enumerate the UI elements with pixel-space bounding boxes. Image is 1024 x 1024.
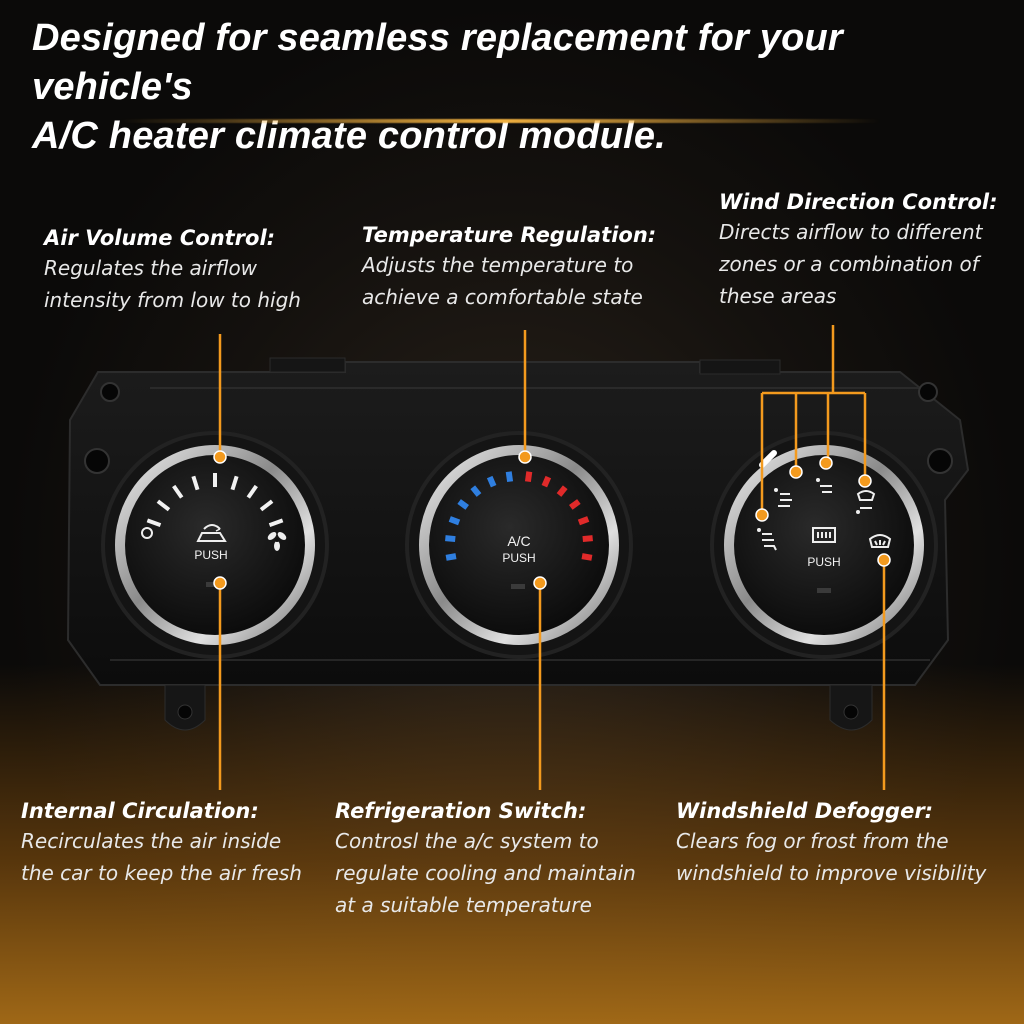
scale-tick: [246, 484, 258, 499]
callout-desc-line: achieve a comfortable state: [362, 285, 643, 309]
ac-indicator-led: [511, 584, 525, 589]
dot-air-volume: [213, 450, 227, 464]
dot-vent-face: [755, 508, 769, 522]
scale-tick: [259, 499, 274, 512]
scale-tick: [191, 475, 200, 491]
callout-title: Temperature Regulation:: [362, 223, 657, 247]
callout-desc-line: the car to keep the air fresh: [21, 861, 302, 885]
fan-push-label: PUSH: [194, 548, 227, 562]
scale-tick: [445, 553, 457, 561]
temperature-scale: [445, 471, 593, 561]
scale-tick: [486, 475, 497, 488]
scale-tick: [569, 499, 581, 510]
rear-defrost-indicator-led: [817, 588, 831, 593]
callout-title: Internal Circulation:: [21, 799, 259, 823]
fan-speed-scale: [146, 473, 284, 528]
scale-tick: [268, 518, 284, 528]
callout-desc-line: at a suitable temperature: [335, 893, 592, 917]
ac-label: A/C: [507, 533, 530, 549]
callout-title: Wind Direction Control:: [719, 190, 998, 214]
dot-internal-circulation: [213, 576, 227, 590]
scale-tick: [581, 553, 593, 561]
callout-title: Refrigeration Switch:: [335, 799, 587, 823]
scale-tick: [582, 535, 593, 543]
fan-icon: [267, 532, 287, 551]
scale-tick: [457, 499, 469, 510]
scale-tick: [541, 475, 552, 488]
defrost-icon: [868, 534, 892, 548]
callout-desc-line: Clears fog or frost from the: [676, 829, 949, 853]
vent-floor-defrost-icon: [856, 490, 876, 514]
callout-desc-line: Regulates the airflow: [44, 256, 258, 280]
scale-tick: [556, 485, 568, 497]
scale-tick: [524, 471, 533, 483]
dot-temperature: [518, 450, 532, 464]
vent-face-icon: [757, 528, 777, 551]
recirculation-icon: [196, 524, 227, 542]
scale-tick: [577, 516, 590, 526]
scale-tick: [172, 484, 184, 499]
mode-push-label: PUSH: [807, 555, 840, 569]
dot-vent-bilevel: [789, 465, 803, 479]
callout-air-volume: Air Volume Control: Regulates the airflo…: [44, 224, 301, 316]
dot-refrigeration: [533, 576, 547, 590]
dot-vent-floor-defrost: [858, 474, 872, 488]
callout-desc-line: Recirculates the air inside: [21, 829, 282, 853]
gold-divider: [120, 119, 880, 123]
ac-push-label: PUSH: [502, 551, 535, 565]
mode-knob[interactable]: PUSH: [710, 431, 938, 659]
callout-wind-direction: Wind Direction Control: Directs airflow …: [719, 188, 997, 312]
callout-title: Air Volume Control:: [44, 226, 276, 250]
dot-defogger: [877, 553, 891, 567]
headline-line-1: Designed for seamless replacement for yo…: [32, 17, 843, 108]
recirc-indicator-led: [206, 582, 218, 587]
rear-defrost-icon: [812, 527, 836, 543]
dot-vent-floor: [819, 456, 833, 470]
scale-tick: [470, 485, 482, 497]
callout-dots: [213, 450, 891, 590]
temperature-knob[interactable]: A/C PUSH: [405, 431, 633, 659]
callout-title: Windshield Defogger:: [676, 799, 934, 823]
scale-tick: [505, 471, 514, 483]
callout-desc-line: Directs airflow to different: [719, 220, 983, 244]
callout-desc-line: intensity from low to high: [44, 288, 301, 312]
callout-defogger: Windshield Defogger: Clears fog or frost…: [676, 797, 986, 889]
callout-internal-circulation: Internal Circulation: Recirculates the a…: [21, 797, 302, 889]
vent-floor-icon: [816, 478, 832, 493]
vent-bilevel-icon: [774, 488, 792, 507]
callout-desc-line: these areas: [719, 284, 837, 308]
callout-desc-line: Controsl the a/c system to: [335, 829, 599, 853]
scale-tick: [445, 535, 456, 543]
leader-wind-direction: [760, 325, 867, 510]
callout-temperature: Temperature Regulation: Adjusts the temp…: [362, 221, 656, 313]
scale-tick: [448, 516, 461, 526]
callout-refrigeration: Refrigeration Switch: Controsl the a/c s…: [335, 797, 636, 921]
mode-pointer: [759, 450, 777, 468]
callout-desc-line: zones or a combination of: [719, 252, 979, 276]
scale-tick: [230, 475, 239, 491]
leader-lines: [218, 325, 886, 790]
fan-off-icon: [141, 527, 153, 539]
callout-desc-line: regulate cooling and maintain: [335, 861, 636, 885]
scale-tick: [156, 499, 171, 512]
callout-desc-line: Adjusts the temperature to: [362, 253, 634, 277]
callout-desc-line: windshield to improve visibility: [676, 861, 987, 885]
fan-speed-knob[interactable]: PUSH: [101, 431, 329, 659]
scale-tick: [146, 518, 162, 528]
